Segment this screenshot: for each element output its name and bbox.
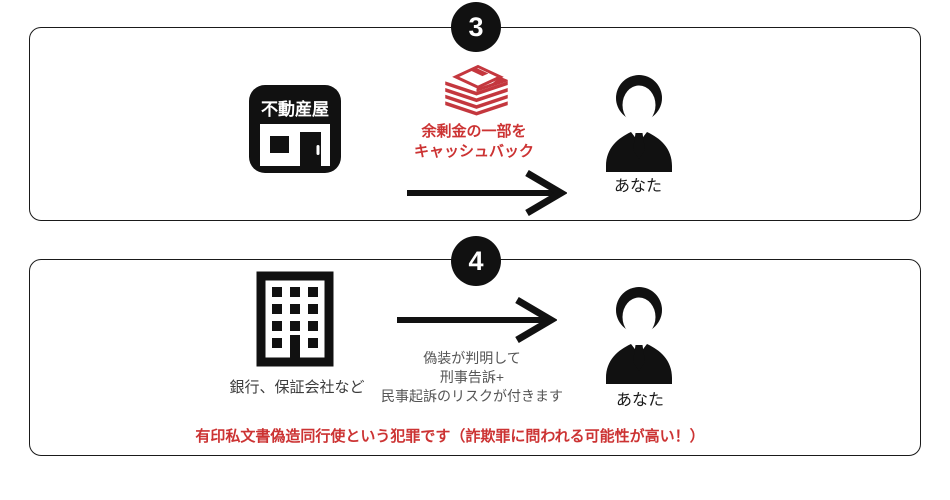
forgery-warning-text: 有印私文書偽造同行使という犯罪です（詐欺罪に問われる可能性が高い！）: [195, 428, 705, 445]
business-person-icon: [600, 284, 678, 384]
storefront-icon-label: 不動産屋: [261, 99, 329, 119]
step-4-panel: [29, 259, 921, 456]
risk-caption: 偽装が判明して 刑事告訴+ 民事起訴のリスクが付きます: [352, 349, 592, 406]
money-stack-icon: [437, 62, 513, 120]
cashback-caption-line2: キャッシュバック: [413, 143, 534, 160]
step-3-number: 3: [468, 11, 484, 42]
arrow-right-icon: [405, 169, 568, 217]
cashback-caption-line1: 余剰金の一部を: [421, 123, 527, 140]
person-label-step4: あなた: [615, 392, 664, 409]
business-person-icon: [600, 72, 678, 172]
office-building-icon: [256, 271, 334, 367]
risk-caption-line1: 偽装が判明して: [423, 350, 521, 366]
step-4-badge: 4: [451, 236, 501, 286]
bank-label: 銀行、保証会社など: [229, 379, 365, 396]
cashback-caption: 余剰金の一部を キャッシュバック: [374, 122, 574, 162]
risk-caption-line3: 民事起訴のリスクが付きます: [381, 388, 563, 404]
arrow-right-icon: [395, 296, 558, 344]
storefront-icon: 不動産屋: [248, 84, 342, 174]
step-4-number: 4: [468, 245, 484, 276]
risk-caption-line2: 刑事告訴+: [439, 369, 505, 385]
step-3-badge: 3: [451, 2, 501, 52]
step-3-panel: [29, 27, 921, 221]
person-label-step3: あなた: [613, 178, 662, 195]
